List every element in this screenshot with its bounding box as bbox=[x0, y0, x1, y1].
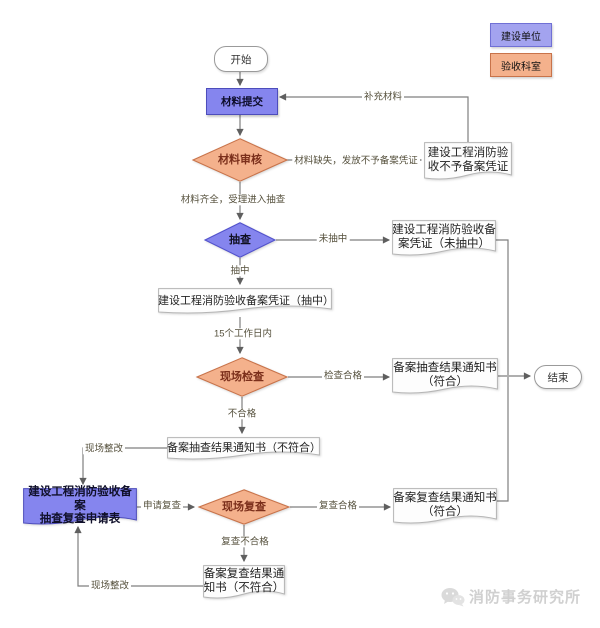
watermark: 消防事务研究所 bbox=[441, 586, 581, 607]
wechat-icon bbox=[441, 587, 465, 606]
edge-notsampled-end bbox=[495, 239, 509, 375]
doc-recheck-application: 建设工程消防验收备案 抽查复查申请表 bbox=[23, 486, 137, 525]
doc-inspection-pass-notice: 备案抽查结果通知书 （符合） bbox=[392, 358, 498, 394]
doc-not-sampled-certificate: 建设工程消防验收备 案凭证（未抽中） bbox=[392, 220, 496, 256]
legend-builder: 建设单位 bbox=[490, 23, 552, 47]
edge-label-recheck-pass: 复查合格 bbox=[316, 500, 360, 512]
watermark-text: 消防事务研究所 bbox=[469, 589, 582, 606]
edge-label-rectify-2: 现场整改 bbox=[88, 580, 132, 592]
sampling-decision: 抽查 bbox=[203, 222, 277, 258]
site-recheck-decision: 现场复查 bbox=[197, 489, 291, 525]
edge-label-rectify-1: 现场整改 bbox=[82, 443, 126, 455]
edge-label-recheck-fail: 复查不合格 bbox=[219, 536, 271, 548]
end-node: 结束 bbox=[534, 365, 582, 389]
doc-recheck-pass-notice: 备案复查结果通知书 （符合） bbox=[393, 488, 497, 524]
edge-label-sampled: 抽中 bbox=[228, 265, 252, 277]
submit-materials-node: 材料提交 bbox=[206, 88, 278, 115]
site-inspection-decision: 现场检查 bbox=[195, 357, 289, 397]
material-review-decision: 材料审核 bbox=[191, 138, 289, 182]
edge-label-within-15-days: 15个工作日内 bbox=[211, 328, 275, 340]
edge-label-complete: 材料齐全，受理进入抽查 bbox=[178, 194, 288, 206]
doc-inspection-fail-notice: 备案抽查结果通知书（不符合） bbox=[167, 437, 321, 460]
edge-label-missing: 材料缺失，发放不予备案凭证 bbox=[292, 155, 420, 167]
edge-label-supplement: 补充材料 bbox=[361, 91, 405, 103]
doc-recheck-fail-notice: 备案复查结果通 知书（不符合） bbox=[203, 565, 285, 599]
edge-label-inspection-pass: 检查合格 bbox=[321, 370, 365, 382]
edge-label-apply-recheck: 申请复查 bbox=[140, 500, 184, 512]
doc-no-record-certificate: 建设工程消防验 收不予备案凭证 bbox=[424, 142, 512, 180]
edge-norecord-submit bbox=[278, 93, 469, 142]
start-node: 开始 bbox=[214, 46, 268, 72]
legend-acceptance-dept: 验收科室 bbox=[490, 53, 552, 77]
edge-recheckpass-end bbox=[497, 377, 509, 502]
edge-recheckfail-application bbox=[74, 525, 203, 587]
edge-label-not-sampled: 未抽中 bbox=[316, 233, 350, 245]
doc-sampled-certificate: 建设工程消防验收备案凭证（抽中） bbox=[158, 288, 334, 314]
edge-label-inspection-fail: 不合格 bbox=[225, 408, 259, 420]
